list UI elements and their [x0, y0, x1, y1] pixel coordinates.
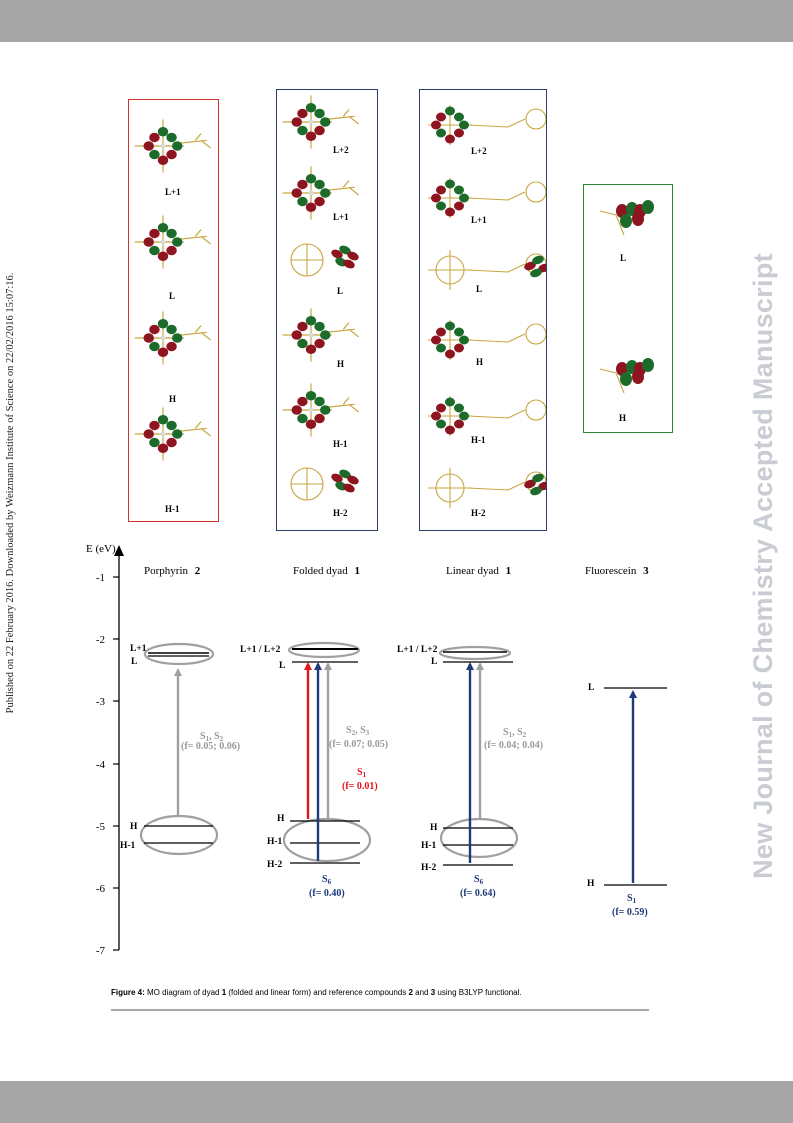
orbital-label: L+1	[471, 215, 487, 225]
energy-axis-arrow	[114, 545, 124, 556]
level-label: H	[277, 814, 285, 824]
tick-label: -3	[96, 696, 106, 708]
oscillator-strength: (f= 0.05; 0.06)	[181, 741, 240, 752]
orbital-panel-linear: L+2 L+1 L H H-1 H-2	[419, 89, 547, 531]
orbital-label: H	[337, 359, 345, 369]
level-label: L+1	[130, 644, 147, 654]
level-label: H-2	[421, 863, 437, 873]
orbital-label: H	[619, 413, 627, 423]
orbital-panel-porphyrin: L+1 L H H-1	[128, 99, 219, 522]
orbital-label: L+1	[165, 187, 181, 197]
header-bar	[0, 0, 793, 42]
transition-label: S1	[357, 767, 367, 779]
orbital-label: L	[337, 286, 344, 296]
orbital-label: L+1	[333, 212, 349, 222]
transition-label: S1, S2	[200, 731, 224, 743]
transition-label: S1, S2	[503, 727, 527, 739]
level-label: L	[431, 657, 437, 667]
level-label: H-1	[120, 841, 136, 851]
level-group-ellipse	[282, 817, 372, 863]
orbital-label: L+2	[333, 145, 349, 155]
orbital-label: H-2	[333, 508, 348, 518]
caption-rule	[111, 1009, 649, 1011]
tick-label: -6	[96, 883, 106, 895]
tick-label: -1	[96, 572, 105, 584]
orbital-label: H	[169, 394, 177, 404]
level-group-ellipse	[439, 817, 519, 859]
orbital-images-porphyrin	[134, 119, 211, 461]
level-label: H	[587, 879, 595, 889]
oscillator-strength: (f= 0.64)	[460, 888, 496, 899]
column-title-folded: Folded dyad 1	[293, 565, 360, 577]
orbital-label: H-1	[165, 504, 180, 514]
oscillator-strength: (f= 0.01)	[342, 781, 378, 792]
level-label: L+1 / L+2	[397, 645, 438, 655]
figure-caption: Figure 4: MO diagram of dyad 1 (folded a…	[111, 988, 522, 997]
orbital-label: H-1	[471, 435, 486, 445]
level-group-ellipse	[143, 642, 215, 666]
level-label: L+1 / L+2	[240, 645, 281, 655]
transition-label: S2, S3	[346, 725, 370, 737]
level-group-ellipse	[139, 814, 219, 856]
level-label: H	[430, 823, 438, 833]
level-group-ellipse	[438, 645, 512, 661]
level-label: H	[130, 822, 138, 832]
oscillator-strength: (f= 0.07; 0.05)	[329, 739, 388, 750]
orbital-images-folded	[282, 95, 359, 501]
tick-label: -2	[96, 634, 105, 646]
orbital-label: H-1	[333, 439, 348, 449]
oscillator-strength: (f= 0.59)	[612, 907, 648, 918]
transition-label: S6	[322, 874, 332, 886]
transition-label: S1	[627, 893, 637, 905]
orbital-panel-folded: L+2 L+1 L H H-1 H-2	[276, 89, 378, 531]
footer-bar	[0, 1081, 793, 1123]
level-label: H-1	[267, 837, 283, 847]
column-title-fluorescein: Fluorescein 3	[585, 565, 649, 577]
transition-label: S6	[474, 874, 484, 886]
column-title-linear: Linear dyad 1	[446, 565, 511, 577]
tick-label: -7	[96, 945, 106, 957]
tick-label: -5	[96, 821, 106, 833]
oscillator-strength: (f= 0.04; 0.04)	[484, 740, 543, 751]
level-group-ellipse	[287, 641, 361, 659]
level-label: L	[588, 683, 594, 693]
level-label: L	[131, 657, 137, 667]
tick-label: -4	[96, 759, 106, 771]
axis-ticks	[113, 576, 119, 951]
column-title-porphyrin: Porphyrin 2	[144, 565, 201, 577]
orbital-label: L+2	[471, 146, 487, 156]
mo-energy-diagram: E (eV) -1 -2 -3 -4 -5 -6 -7 Porphyrin 2 …	[86, 543, 667, 957]
axis-label: E (eV)	[86, 543, 116, 555]
oscillator-strength: (f= 0.40)	[309, 888, 345, 899]
orbital-label: H-2	[471, 508, 486, 518]
orbital-panel-fluorescein: L H	[583, 184, 673, 433]
orbital-images-fluorescein	[599, 200, 654, 394]
level-label: L	[279, 661, 285, 671]
orbital-label: L	[620, 253, 627, 263]
orbital-label: L	[476, 284, 483, 294]
level-label: H-1	[421, 841, 437, 851]
level-label: H-2	[267, 860, 283, 870]
orbital-label: L	[169, 291, 176, 301]
orbital-label: H	[476, 357, 484, 367]
orbital-images-linear	[428, 105, 546, 508]
